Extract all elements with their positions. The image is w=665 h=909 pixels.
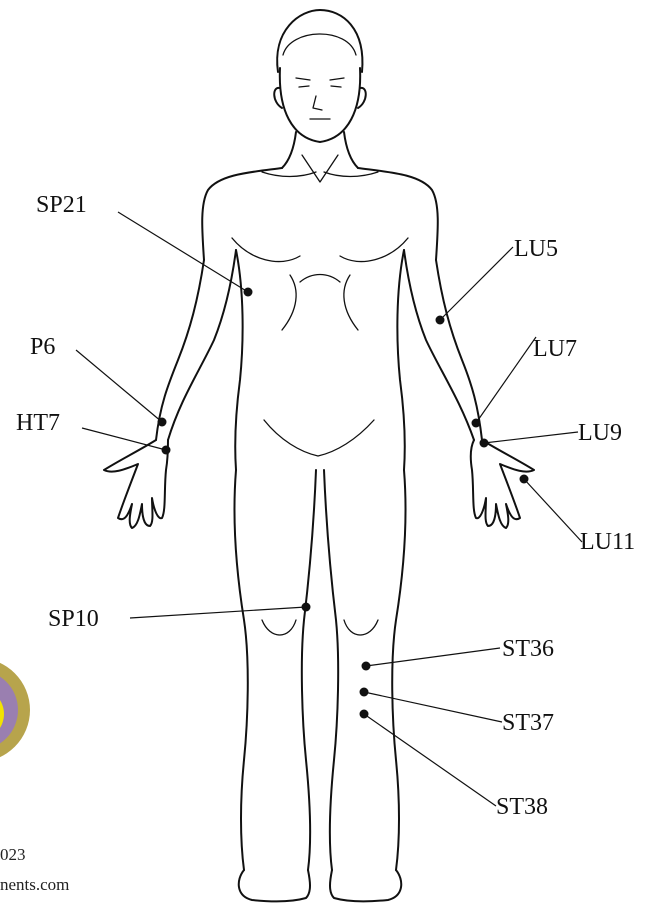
- human-body-outline: [104, 10, 534, 901]
- point-marker-st36: [362, 662, 371, 671]
- label-st37: ST37: [502, 710, 554, 736]
- label-lu9: LU9: [578, 420, 622, 446]
- label-sp21: SP21: [36, 192, 87, 218]
- point-marker-lu5: [436, 316, 445, 325]
- copyright-site: nents.com: [0, 875, 69, 894]
- logo: [0, 658, 30, 762]
- point-marker-p6: [158, 418, 167, 427]
- copyright: 023 nents.com: [0, 845, 69, 894]
- label-lu7: LU7: [533, 336, 577, 362]
- point-marker-lu11: [520, 475, 529, 484]
- point-marker-sp10: [302, 603, 311, 612]
- point-marker-st38: [360, 710, 369, 719]
- label-st36: ST36: [502, 636, 554, 662]
- label-ht7: HT7: [16, 410, 60, 436]
- label-lu11: LU11: [580, 529, 635, 555]
- point-marker-lu7: [472, 419, 481, 428]
- label-st38: ST38: [496, 794, 548, 820]
- point-marker-st37: [360, 688, 369, 697]
- label-lu5: LU5: [514, 236, 558, 262]
- label-p6: P6: [30, 334, 55, 360]
- copyright-year: 023: [0, 845, 26, 864]
- point-marker-ht7: [162, 446, 171, 455]
- label-sp10: SP10: [48, 606, 99, 632]
- point-marker-sp21: [244, 288, 253, 297]
- point-marker-lu9: [480, 439, 489, 448]
